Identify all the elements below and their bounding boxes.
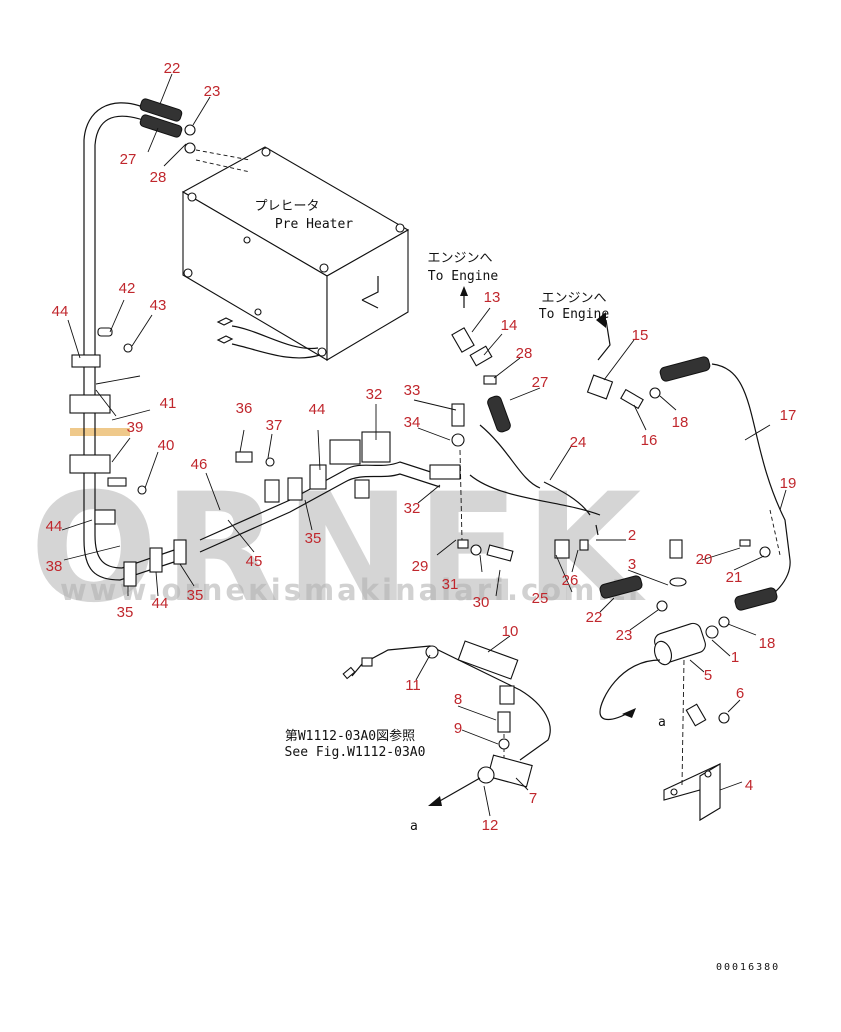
callout-35a: 35 bbox=[117, 604, 134, 621]
callout-18a: 18 bbox=[672, 414, 689, 431]
callout-23a: 23 bbox=[204, 83, 221, 100]
pre-heater-label-en: Pre Heater bbox=[275, 217, 353, 232]
callout-30: 30 bbox=[473, 594, 490, 611]
callout-26: 26 bbox=[562, 572, 579, 589]
callout-38: 38 bbox=[46, 558, 63, 575]
callout-19: 19 bbox=[780, 475, 797, 492]
watermark-accent bbox=[70, 428, 130, 436]
callout-11: 11 bbox=[405, 677, 421, 694]
callout-44c: 44 bbox=[152, 595, 169, 612]
callout-43: 43 bbox=[150, 297, 167, 314]
pre-heater-box: プレヒータ Pre Heater bbox=[181, 146, 410, 361]
callout-9: 9 bbox=[454, 720, 462, 737]
engine-label-2-jp: エンジンへ bbox=[541, 291, 606, 306]
hose-right: エンジンへ To Engine bbox=[539, 291, 791, 628]
callout-22b: 22 bbox=[586, 609, 603, 626]
solenoid-assembly: a bbox=[599, 622, 730, 821]
callout-12: 12 bbox=[482, 817, 499, 834]
callout-13: 13 bbox=[484, 289, 501, 306]
callout-23b: 23 bbox=[616, 627, 633, 644]
callout-2: 2 bbox=[628, 527, 636, 544]
callout-14: 14 bbox=[501, 317, 518, 334]
callout-46: 46 bbox=[191, 456, 208, 473]
reference-label-en: See Fig.W1112-03A0 bbox=[285, 745, 426, 760]
callout-8: 8 bbox=[454, 691, 462, 708]
callout-32a: 32 bbox=[366, 386, 383, 403]
callout-44d: 44 bbox=[309, 401, 326, 418]
callout-27b: 27 bbox=[532, 374, 549, 391]
engine-connection-center: エンジンへ To Engine bbox=[427, 251, 511, 433]
callout-35c: 35 bbox=[305, 530, 322, 547]
callout-7: 7 bbox=[529, 790, 537, 807]
part-callouts: 22 23 27 28 44 42 43 41 39 40 44 38 35 4… bbox=[46, 60, 797, 834]
callout-34: 34 bbox=[404, 414, 421, 431]
connector-a-left: a bbox=[410, 819, 418, 834]
engine-label-2-en: To Engine bbox=[539, 307, 610, 322]
callout-16: 16 bbox=[641, 432, 658, 449]
callout-17: 17 bbox=[780, 407, 797, 424]
callout-6: 6 bbox=[736, 685, 744, 702]
pre-heater-label-jp: プレヒータ bbox=[254, 199, 319, 214]
connector-a-right: a bbox=[658, 715, 666, 730]
callout-40: 40 bbox=[158, 437, 175, 454]
callout-3: 3 bbox=[628, 556, 636, 573]
callout-35b: 35 bbox=[187, 587, 204, 604]
callout-44b: 44 bbox=[46, 518, 63, 535]
drawing-number: 00016380 bbox=[716, 962, 780, 973]
callout-41: 41 bbox=[160, 395, 177, 412]
callout-28a: 28 bbox=[150, 169, 167, 186]
callout-32b: 32 bbox=[404, 500, 421, 517]
callout-37: 37 bbox=[266, 417, 283, 434]
callout-39: 39 bbox=[127, 419, 144, 436]
callout-24: 24 bbox=[570, 434, 587, 451]
callout-27a: 27 bbox=[120, 151, 137, 168]
leader-lines bbox=[61, 73, 787, 817]
callout-31: 31 bbox=[442, 576, 459, 593]
hose-run-middle bbox=[199, 403, 601, 562]
watermark-url: www.orneкismakinalari.com.tr bbox=[60, 573, 645, 607]
callout-28b: 28 bbox=[516, 345, 533, 362]
callout-45: 45 bbox=[246, 553, 263, 570]
callout-18b: 18 bbox=[759, 635, 776, 652]
engine-label-1-jp: エンジンへ bbox=[427, 251, 492, 266]
callout-20: 20 bbox=[696, 551, 713, 568]
reference-label-jp: 第W1112-03A0図参照 bbox=[285, 728, 415, 744]
callout-25: 25 bbox=[532, 590, 549, 607]
hose-loop-left bbox=[69, 98, 196, 587]
callout-4: 4 bbox=[745, 777, 753, 794]
callout-15: 15 bbox=[632, 327, 649, 344]
callout-33: 33 bbox=[404, 382, 421, 399]
watermark-logo: ORNEK bbox=[30, 462, 647, 636]
engine-label-1-en: To Engine bbox=[428, 269, 499, 284]
cable-lower: a 第W1112-03A0図参照 See Fig.W1112-03A0 bbox=[285, 640, 551, 834]
callout-21: 21 bbox=[726, 569, 743, 586]
callout-29: 29 bbox=[412, 558, 429, 575]
callout-42: 42 bbox=[119, 280, 136, 297]
callout-5: 5 bbox=[704, 667, 712, 684]
callout-10: 10 bbox=[502, 623, 519, 640]
callout-44a: 44 bbox=[52, 303, 69, 320]
callout-36: 36 bbox=[236, 400, 253, 417]
callout-22a: 22 bbox=[164, 60, 181, 77]
callout-1: 1 bbox=[731, 649, 739, 666]
